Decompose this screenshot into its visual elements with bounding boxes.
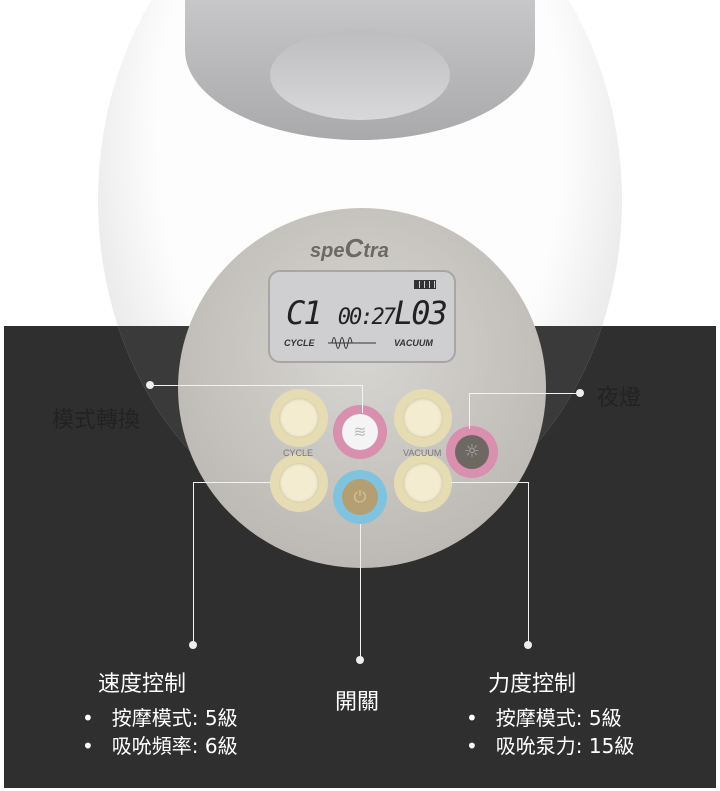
vacuum-up-button[interactable] xyxy=(394,389,452,447)
lcd-time: 00:27 xyxy=(337,305,396,330)
callout-dot xyxy=(189,641,197,649)
cycle-down-button[interactable] xyxy=(270,454,328,512)
vacuum-down-button[interactable] xyxy=(394,454,452,512)
callout-line xyxy=(193,482,271,483)
night-light-button[interactable]: ☼ xyxy=(446,426,498,478)
lcd-cycle-label: CYCLE xyxy=(284,338,315,348)
callout-dot xyxy=(356,656,364,664)
callout-line xyxy=(193,482,194,645)
battery-icon xyxy=(414,280,436,289)
callout-line xyxy=(528,482,529,645)
callout-dot xyxy=(576,389,584,397)
strength-control-title: 力度控制 xyxy=(488,672,577,697)
lcd-vacuum: L03 xyxy=(394,294,448,332)
brand-logo: speCtra xyxy=(310,233,389,263)
power-icon: ⏻ xyxy=(342,479,378,515)
callout-line xyxy=(362,385,363,413)
callout-line xyxy=(360,524,361,660)
callout-dot xyxy=(524,641,532,649)
strength-item: 按摩模式: 5級 xyxy=(466,702,622,731)
lcd-display: C1 00:27L03 CYCLE VACUUM xyxy=(268,270,456,363)
callout-line xyxy=(150,385,362,386)
wave-icon xyxy=(328,337,376,349)
wave-icon: ≋ xyxy=(342,414,378,450)
pump-top-inner xyxy=(270,30,450,120)
callout-line xyxy=(451,482,529,483)
mode-switch-button[interactable]: ≋ xyxy=(333,405,387,459)
vacuum-button-label: VACUUM xyxy=(403,448,442,458)
power-label: 開關 xyxy=(335,690,380,715)
cycle-up-button[interactable] xyxy=(270,389,328,447)
callout-dot xyxy=(146,381,154,389)
mode-switch-label: 模式轉換 xyxy=(52,408,141,433)
callout-line xyxy=(469,393,470,429)
strength-item: 吸吮泵力: 15級 xyxy=(466,730,635,759)
night-light-label: 夜燈 xyxy=(597,386,642,411)
callout-line xyxy=(469,393,580,394)
speed-item: 按摩模式: 5級 xyxy=(82,702,238,731)
lcd-cycle: C1 xyxy=(286,294,323,332)
lcd-vacuum-label: VACUUM xyxy=(394,338,433,348)
speed-item: 吸吮頻率: 6級 xyxy=(82,730,238,759)
cycle-button-label: CYCLE xyxy=(283,448,314,458)
sun-icon: ☼ xyxy=(455,435,489,469)
speed-control-title: 速度控制 xyxy=(98,672,187,697)
power-button[interactable]: ⏻ xyxy=(333,470,387,524)
